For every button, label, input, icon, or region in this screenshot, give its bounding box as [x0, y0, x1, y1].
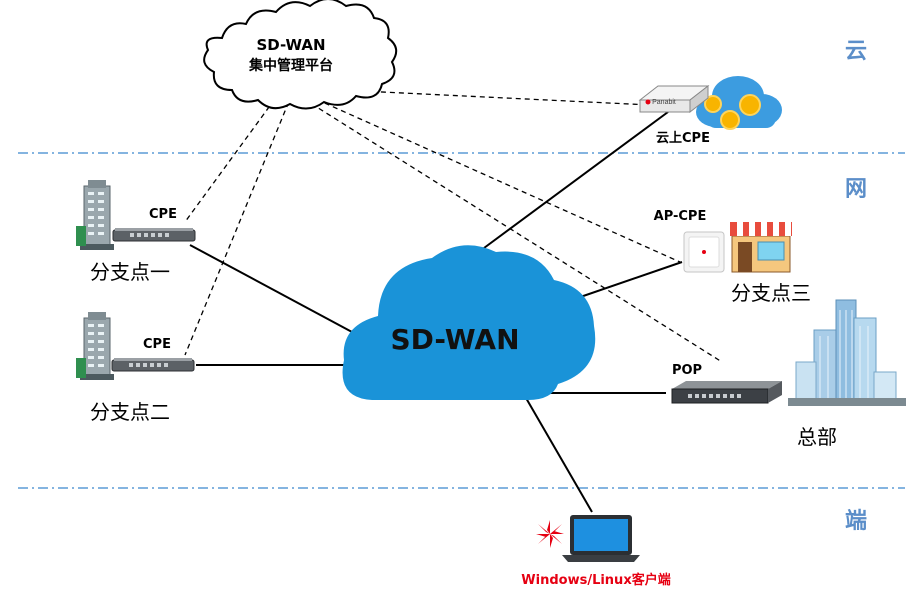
mgmt-link-branch2 — [184, 93, 293, 356]
office-tower-icon — [76, 312, 114, 380]
management-platform: SD-WAN 集中管理平台 — [203, 0, 398, 110]
client-node: Windows/Linux客户端 — [521, 515, 671, 588]
cpe-router-icon — [112, 228, 196, 242]
data-links — [189, 111, 683, 513]
cloud-cpe-label: 云上CPE — [656, 131, 710, 146]
client-label: Windows/Linux客户端 — [521, 572, 670, 588]
access-point-icon — [683, 231, 725, 273]
core-label: SD-WAN — [390, 323, 519, 356]
branch3-device-label: AP-CPE — [654, 209, 707, 224]
laptop-icon — [562, 515, 640, 562]
platform-title: SD-WAN — [256, 36, 325, 54]
mgmt-link-hq — [295, 93, 723, 363]
cloud-cpe-node: Panabit 云上CPE — [638, 76, 782, 146]
pop-appliance-icon — [671, 381, 782, 404]
shop-icon — [730, 222, 792, 273]
platform-subtitle: 集中管理平台 — [248, 57, 333, 74]
branch1-node: CPE 分支点一 — [76, 180, 196, 284]
layer-label-endpoint: 端 — [845, 509, 867, 534]
layer-label-cloud: 云 — [845, 39, 867, 64]
branch2-node: CPE 分支点二 — [76, 312, 195, 424]
platform-cloud-shape — [203, 0, 398, 110]
link-cloud-cpe — [483, 111, 669, 249]
headquarters-node: POP 总部 — [671, 299, 906, 449]
panabit-logo-icon — [536, 520, 564, 548]
branch3-node: AP-CPE 分支点三 — [654, 209, 811, 305]
hq-device-label: POP — [672, 363, 702, 378]
layer-label-network: 网 — [845, 177, 867, 202]
link-client — [525, 397, 593, 513]
branch1-name: 分支点一 — [90, 260, 170, 284]
cloud-cpe-brand: Panabit — [652, 99, 676, 106]
branch2-device-label: CPE — [143, 337, 171, 352]
mgmt-link-branch3 — [299, 91, 681, 263]
cpe-router-icon — [111, 358, 195, 372]
branch2-name: 分支点二 — [90, 400, 170, 424]
core-cloud-shape — [342, 245, 596, 400]
branch1-device-label: CPE — [149, 207, 177, 222]
branch3-name: 分支点三 — [731, 281, 811, 305]
sdwan-core: SD-WAN — [342, 245, 596, 400]
mgmt-link-branch1 — [184, 91, 281, 223]
office-tower-icon — [76, 180, 114, 250]
hq-name: 总部 — [797, 425, 837, 449]
public-cloud-icon — [696, 76, 782, 130]
skyscrapers-icon — [788, 299, 906, 406]
link-branch1 — [189, 244, 353, 333]
cloud-cpe-device-icon: Panabit — [638, 84, 710, 114]
